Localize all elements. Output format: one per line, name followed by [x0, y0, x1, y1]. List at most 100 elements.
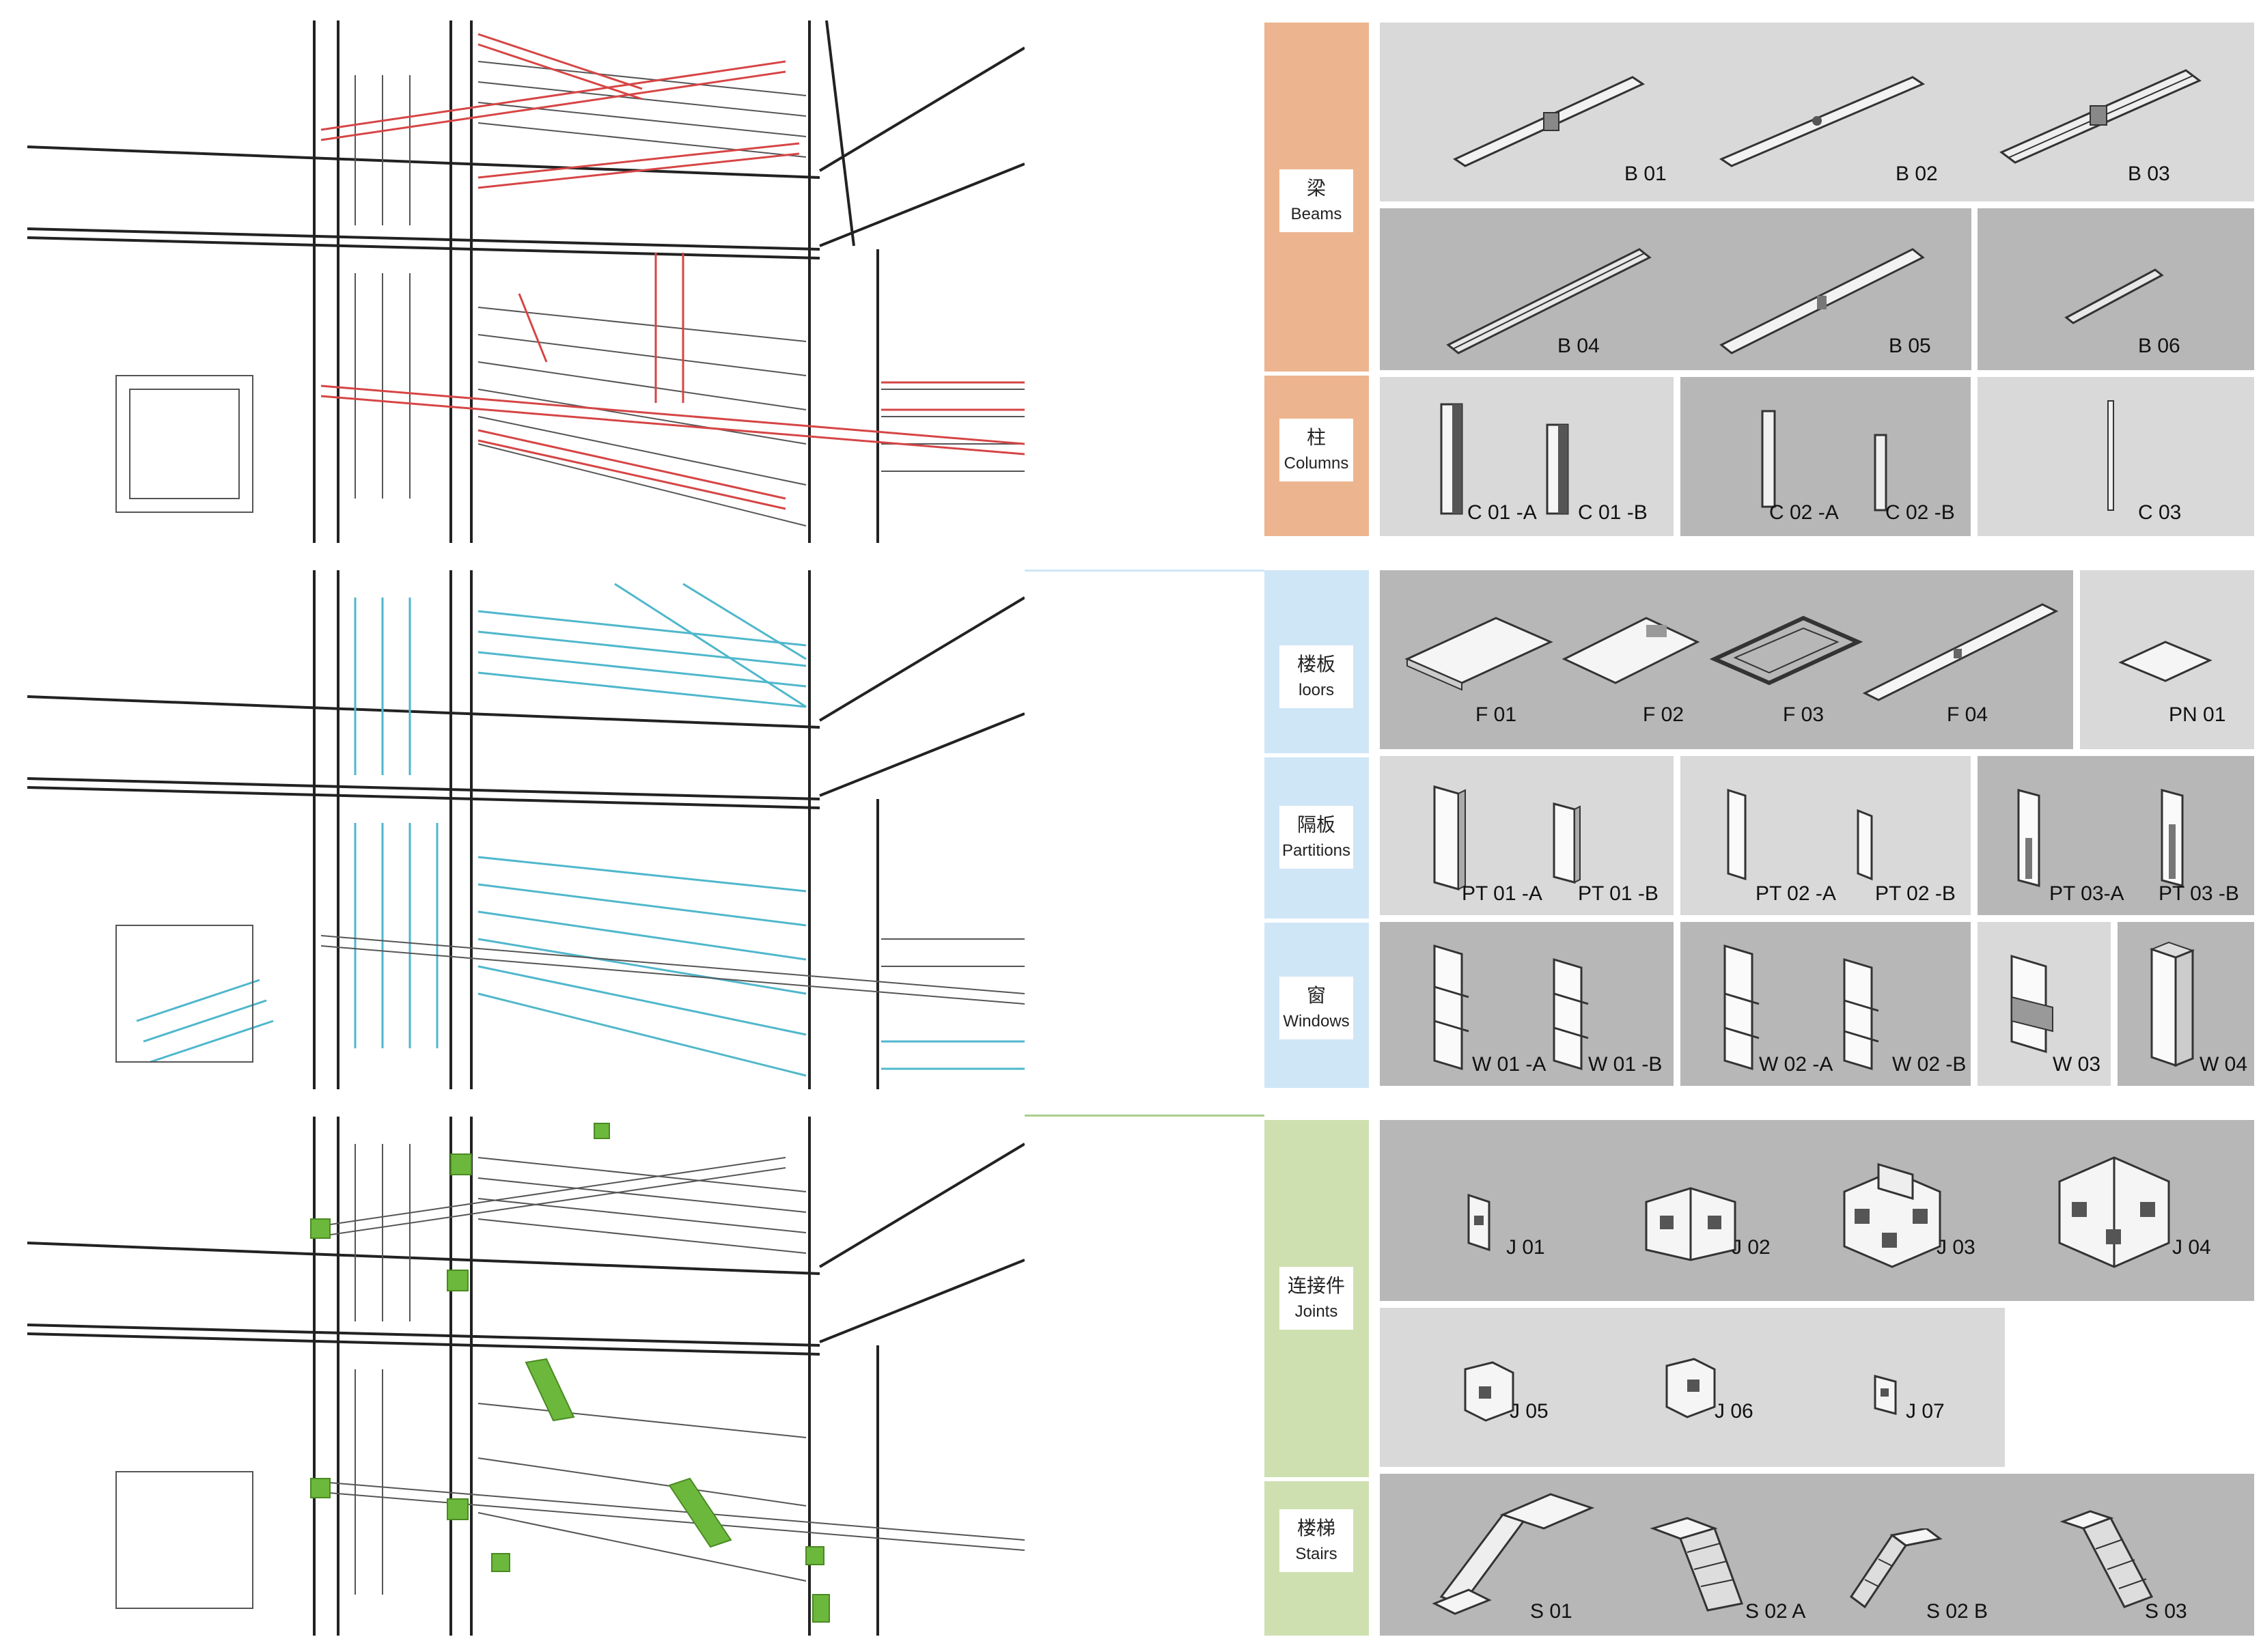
joints-en: Joints: [1294, 1302, 1338, 1321]
label-w01a: W 01 -A: [1472, 1053, 1546, 1076]
label-s01: S 01: [1530, 1600, 1572, 1623]
joint-j03-drawing: [1843, 1162, 1941, 1268]
panel-windows-3: W 03: [1978, 922, 2111, 1086]
category-label-windows: 窗 Windows: [1279, 977, 1353, 1039]
label-c02b: C 02 -B: [1885, 501, 1955, 524]
panel-columns-1: C 01 -A C 01 -B: [1380, 377, 1674, 536]
label-j01: J 01: [1506, 1236, 1545, 1259]
label-pt01b: PT 01 -B: [1578, 882, 1659, 905]
connector-line-cyan: [1025, 570, 1264, 572]
perspective-drawing-cyan: [27, 570, 1025, 1089]
label-w02a: W 02 -A: [1759, 1053, 1833, 1076]
category-divider: [1264, 919, 1369, 923]
stairs-zh: 楼梯: [1296, 1517, 1335, 1539]
panel-windows-1: W 01 -A W 01 -B: [1380, 922, 1674, 1086]
panel-columns-3: C 03: [1978, 377, 2254, 536]
beam-b04-drawing: [1446, 248, 1652, 354]
label-f01: F 01: [1475, 703, 1517, 726]
label-s03: S 03: [2145, 1600, 2187, 1623]
stairs-en: Stairs: [1295, 1545, 1337, 1563]
category-bar-infill: 楼板 loors 隔板 Partitions 窗 Windows: [1264, 570, 1369, 1088]
beams-en: Beams: [1290, 205, 1342, 223]
label-pt02b: PT 02 -B: [1875, 882, 1956, 905]
beam-b06-drawing: [2064, 268, 2164, 324]
label-c02a: C 02 -A: [1769, 501, 1839, 524]
partition-pt01b-drawing: [1553, 802, 1581, 884]
category-label-partitions: 隔板 Partitions: [1279, 806, 1353, 869]
category-bar-connections: 连接件 Joints 楼梯 Stairs: [1264, 1120, 1369, 1636]
category-label-floors: 楼板 loors: [1279, 645, 1353, 708]
category-divider: [1264, 753, 1369, 757]
floor-f01-drawing: [1404, 617, 1553, 691]
floor-f04-drawing: [1862, 603, 2059, 701]
partitions-en: Partitions: [1281, 841, 1351, 860]
joint-j05-drawing: [1464, 1361, 1514, 1422]
connector-line-green: [1025, 1115, 1264, 1117]
panel-beams-row-1: B 01 B 02 B 03: [1380, 23, 2254, 201]
category-divider: [1264, 372, 1369, 376]
partition-pt03b-drawing: [2161, 789, 2184, 887]
label-j07: J 07: [1906, 1400, 1945, 1423]
perspective-drawing-red: [27, 20, 1025, 543]
category-label-joints: 连接件 Joints: [1279, 1267, 1353, 1330]
drawing-structure-highlight: [0, 20, 1025, 543]
joint-j07-drawing: [1874, 1375, 1897, 1415]
label-b03: B 03: [2128, 163, 2170, 185]
panel-floors: F 01 F 02 F 03 F 04: [1380, 570, 2073, 749]
label-j03: J 03: [1937, 1236, 1975, 1259]
label-pt02a: PT 02 -A: [1756, 882, 1836, 905]
column-c03-drawing: [2107, 400, 2114, 511]
label-j05: J 05: [1510, 1400, 1549, 1423]
label-pt03b: PT 03 -B: [2159, 882, 2239, 905]
windows-en: Windows: [1283, 1012, 1350, 1031]
label-s02a: S 02 A: [1745, 1600, 1806, 1623]
label-f02: F 02: [1643, 703, 1684, 726]
column-c01a-drawing: [1440, 403, 1463, 515]
columns-zh: 柱: [1306, 427, 1326, 448]
floor-f02-drawing: [1562, 617, 1700, 684]
beam-b01-drawing: [1452, 76, 1646, 167]
stair-s01-drawing: [1432, 1493, 1595, 1615]
perspective-drawing-green: [27, 1117, 1025, 1636]
columns-en: Columns: [1284, 454, 1349, 473]
label-w02b: W 02 -B: [1892, 1053, 1967, 1076]
category-label-stairs: 楼梯 Stairs: [1279, 1509, 1353, 1572]
stair-s02b-drawing: [1849, 1528, 1943, 1609]
beam-b02-drawing: [1719, 76, 1926, 167]
label-b06: B 06: [2138, 335, 2180, 357]
column-c01b-drawing: [1546, 423, 1569, 515]
stair-s03-drawing: [2059, 1510, 2154, 1608]
label-f04: F 04: [1947, 703, 1988, 726]
panel-stairs: S 01 S 02 A S 02 B S 03: [1380, 1474, 2254, 1636]
label-w03: W 03: [2053, 1053, 2101, 1076]
label-b05: B 05: [1889, 335, 1931, 357]
panel-beams-row-2b: B 06: [1978, 208, 2254, 370]
label-s02b: S 02 B: [1926, 1600, 1988, 1623]
partition-pt01a-drawing: [1433, 785, 1466, 891]
window-w01a-drawing: [1433, 944, 1469, 1071]
category-bar-structure: 梁 Beams 柱 Columns: [1264, 23, 1369, 536]
joint-j06-drawing: [1665, 1358, 1716, 1418]
partitions-zh: 隔板: [1296, 814, 1335, 835]
drawing-infill-highlight: [0, 570, 1025, 1089]
panel-partitions-1: PT 01 -A PT 01 -B: [1380, 756, 1674, 915]
label-c03: C 03: [2138, 501, 2182, 524]
label-j02: J 02: [1732, 1236, 1771, 1259]
joint-j04-drawing: [2058, 1156, 2170, 1268]
label-w04: W 04: [2200, 1053, 2248, 1076]
label-b04: B 04: [1557, 335, 1600, 357]
partition-pt03a-drawing: [2017, 789, 2040, 887]
joint-j02-drawing: [1645, 1187, 1736, 1261]
label-w01b: W 01 -B: [1588, 1053, 1663, 1076]
beams-zh: 梁: [1306, 178, 1326, 199]
window-w02b-drawing: [1843, 957, 1879, 1071]
joint-j01-drawing: [1467, 1193, 1490, 1252]
beam-b05-drawing: [1719, 248, 1925, 354]
floors-zh: 楼板: [1296, 654, 1335, 675]
panel-joints-row-2: J 05 J 06 J 07: [1380, 1308, 2005, 1467]
label-pt03a: PT 03-A: [2049, 882, 2124, 905]
window-w02a-drawing: [1723, 944, 1760, 1071]
label-j06: J 06: [1715, 1400, 1753, 1423]
partition-pt02b-drawing: [1857, 809, 1873, 881]
panel-windows-2: W 02 -A W 02 -B: [1680, 922, 1971, 1086]
